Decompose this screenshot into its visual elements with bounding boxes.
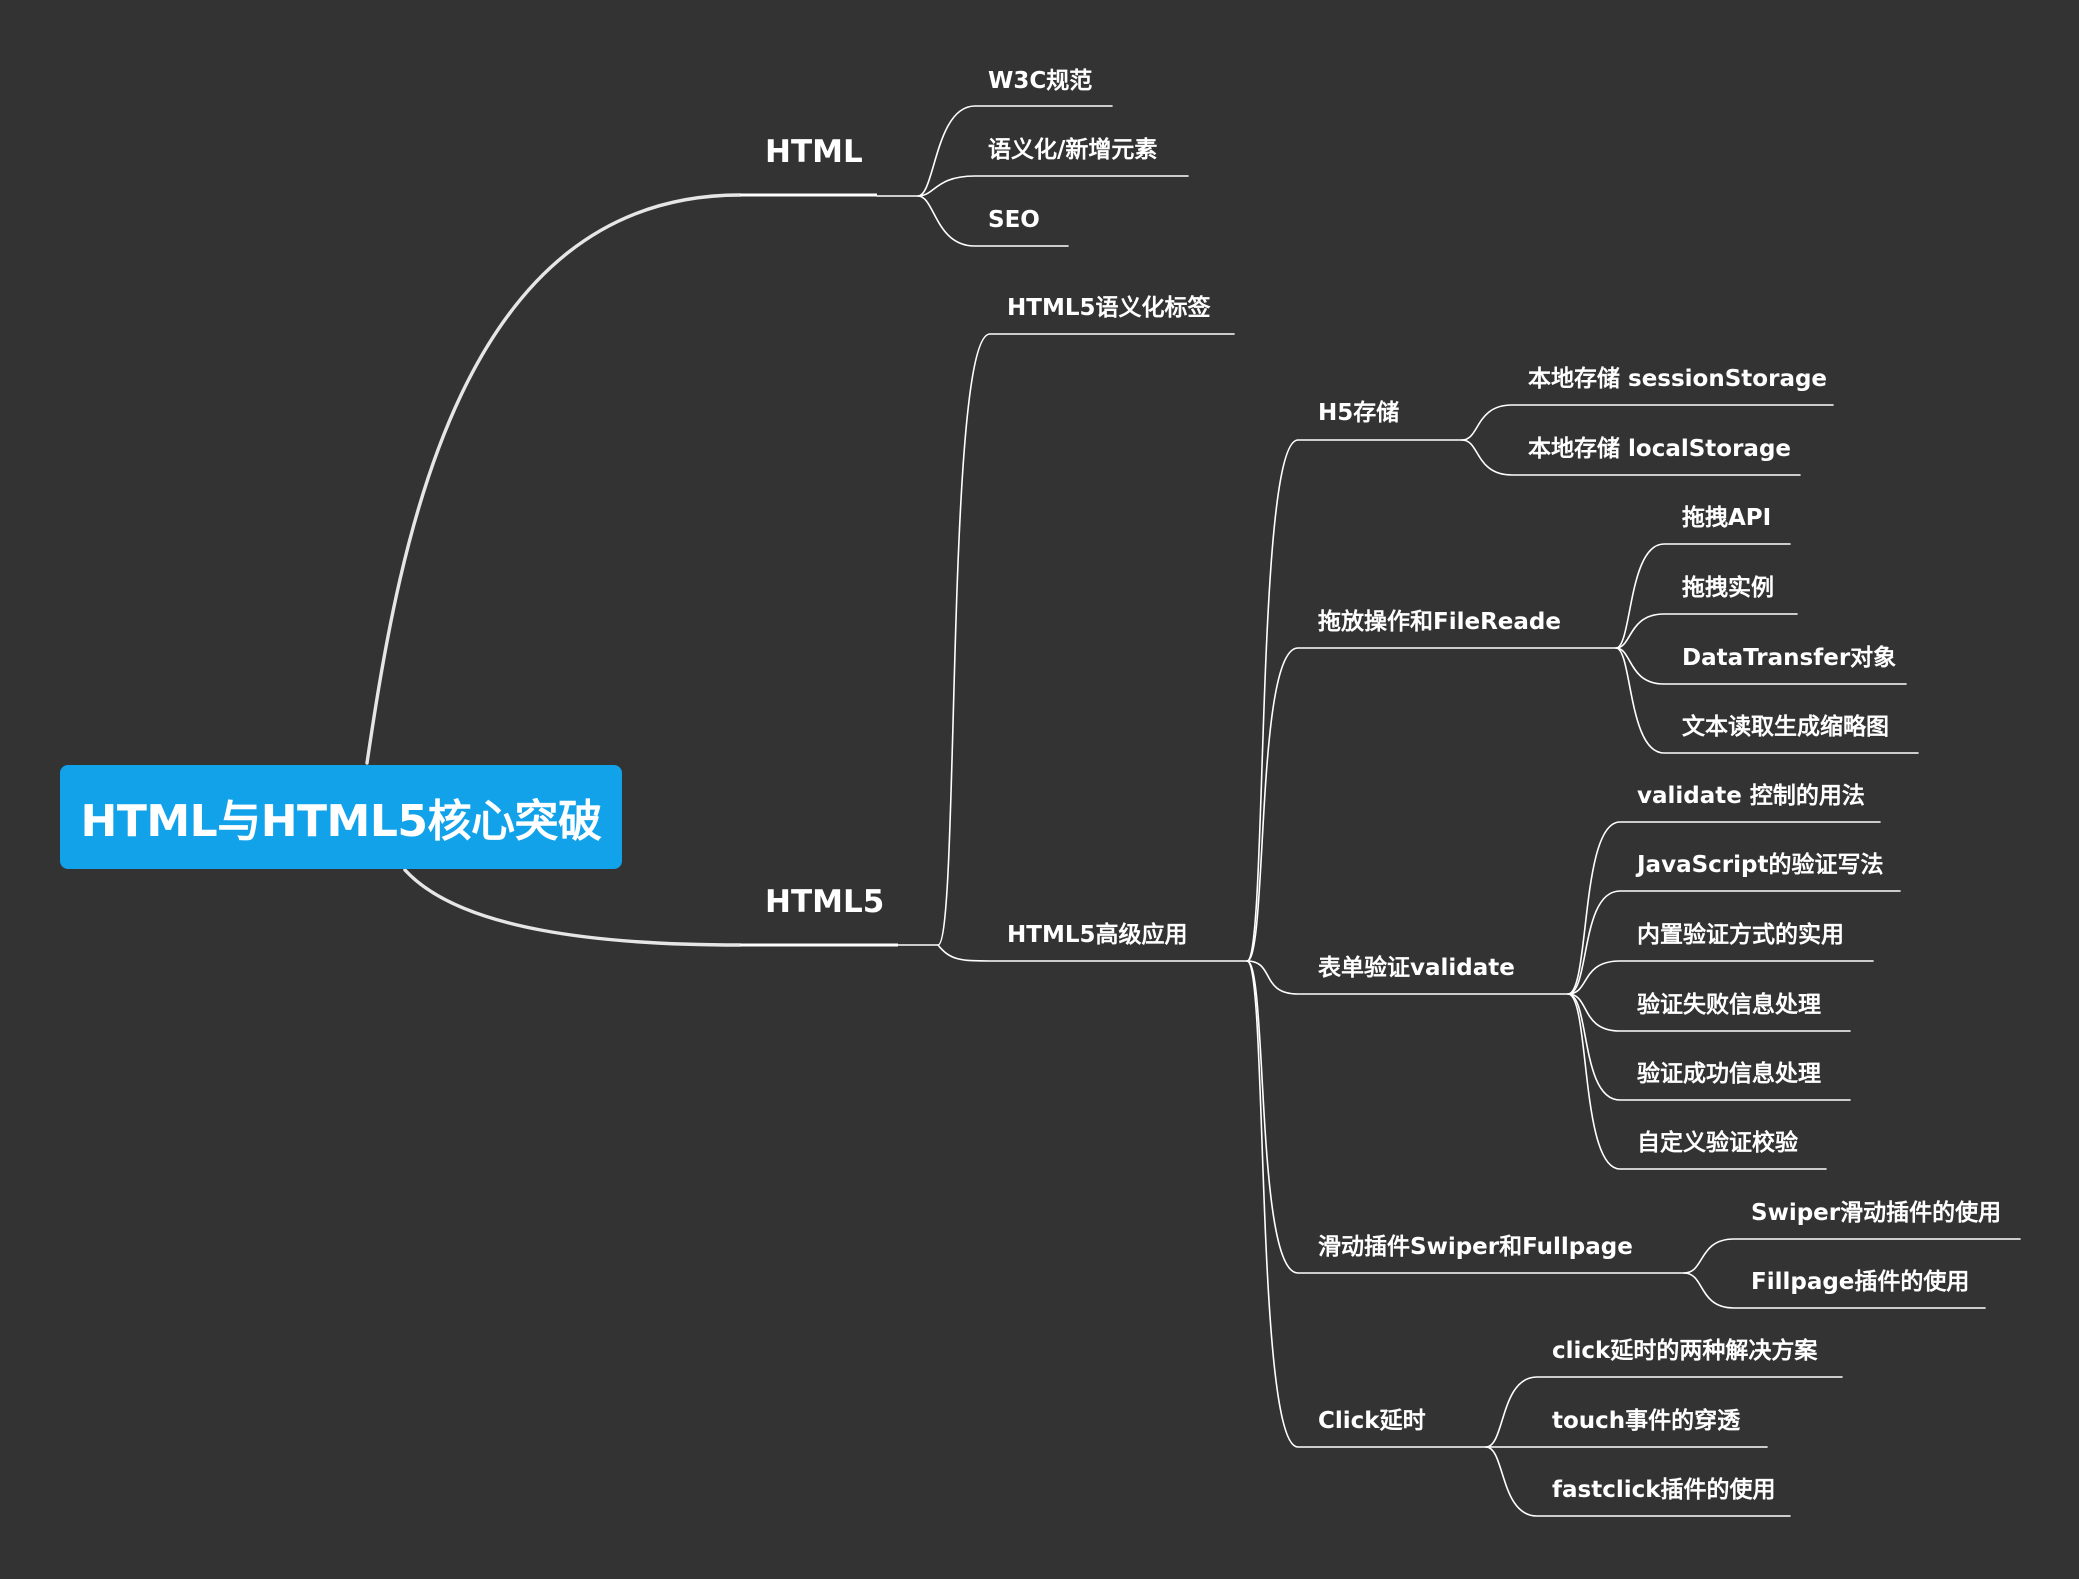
connector-html5-semantic bbox=[897, 333, 1235, 946]
dragdrop-item-datatransfer: DataTransfer对象 bbox=[1682, 644, 1896, 671]
dragdrop-item-example: 拖拽实例 bbox=[1682, 574, 1774, 601]
connector-dragdrop-thumbnail bbox=[1615, 647, 1919, 754]
connector-advanced-validate bbox=[1246, 960, 1569, 995]
connector-validate-2 bbox=[1567, 890, 1901, 995]
validate-item-4: 验证失败信息处理 bbox=[1637, 991, 1821, 1018]
swiper-item-1: Swiper滑动插件的使用 bbox=[1751, 1199, 2001, 1226]
dragdrop-item-thumbnail: 文本读取生成缩略图 bbox=[1682, 713, 1889, 740]
validate-item-6: 自定义验证校验 bbox=[1637, 1129, 1798, 1156]
connector-dragdrop-example bbox=[1615, 613, 1798, 649]
branch-html-label: HTML bbox=[765, 134, 863, 170]
connector-swiper-1 bbox=[1683, 1238, 2021, 1274]
connector-advanced-h5storage bbox=[1246, 439, 1463, 962]
connector-html-w3c bbox=[876, 105, 1113, 197]
connector-validate-1 bbox=[1567, 821, 1881, 995]
click-item-1: click延时的两种解决方案 bbox=[1552, 1337, 1818, 1364]
connector-h5storage-session bbox=[1461, 404, 1834, 441]
click-item-2: touch事件的穿透 bbox=[1552, 1407, 1741, 1434]
connector-click-1 bbox=[1485, 1376, 1843, 1448]
validate-item-2: JavaScript的验证写法 bbox=[1635, 851, 1883, 878]
connector-html-seo bbox=[917, 195, 1069, 247]
html-child-semantic: 语义化/新增元素 bbox=[988, 136, 1157, 163]
validate-item-1: validate 控制的用法 bbox=[1637, 782, 1865, 809]
connector-advanced-swiper bbox=[1246, 960, 1685, 1274]
connector-advanced-click bbox=[1246, 960, 1487, 1448]
validate-item-3: 内置验证方式的实用 bbox=[1637, 921, 1844, 948]
connector-html5-advanced bbox=[937, 944, 1248, 962]
branch-html5-label: HTML5 bbox=[765, 884, 884, 920]
connector-advanced-dragdrop bbox=[1246, 647, 1617, 962]
connector-root-html5 bbox=[403, 868, 742, 947]
click-item-3: fastclick插件的使用 bbox=[1552, 1476, 1776, 1503]
html5-advanced-label: HTML5高级应用 bbox=[1007, 921, 1188, 948]
group-click-label: Click延时 bbox=[1318, 1408, 1426, 1434]
connector-click-3 bbox=[1485, 1446, 1791, 1517]
connector-dragdrop-datatransfer bbox=[1615, 647, 1907, 685]
connector-validate-4 bbox=[1567, 993, 1851, 1032]
html-child-seo: SEO bbox=[988, 207, 1040, 233]
dragdrop-item-api: 拖拽API bbox=[1682, 504, 1771, 531]
group-validate-label: 表单验证validate bbox=[1318, 954, 1515, 981]
group-swiper-label: 滑动插件Swiper和Fullpage bbox=[1318, 1234, 1633, 1260]
connector-html-semantic bbox=[917, 175, 1189, 197]
connector-root-html bbox=[365, 193, 742, 765]
root-title: HTML与HTML5核心突破 bbox=[80, 796, 602, 847]
connector-swiper-2 bbox=[1683, 1272, 1986, 1309]
validate-item-5: 验证成功信息处理 bbox=[1637, 1060, 1821, 1087]
connector-validate-6 bbox=[1567, 993, 1827, 1170]
group-h5storage-label: H5存储 bbox=[1318, 399, 1399, 426]
connector-h5storage-local bbox=[1461, 439, 1801, 476]
h5storage-item-session: 本地存储 sessionStorage bbox=[1528, 365, 1827, 392]
group-dragdrop-label: 拖放操作和FileReade bbox=[1318, 608, 1561, 635]
root-node[interactable]: HTML与HTML5核心突破 bbox=[60, 765, 622, 869]
connector-validate-5 bbox=[1567, 993, 1851, 1101]
html5-semantic-tags: HTML5语义化标签 bbox=[1007, 294, 1211, 321]
connector-dragdrop-api bbox=[1615, 543, 1791, 649]
h5storage-item-local: 本地存储 localStorage bbox=[1528, 435, 1791, 462]
swiper-item-2: Fillpage插件的使用 bbox=[1751, 1268, 1969, 1295]
html-child-w3c: W3C规范 bbox=[988, 68, 1092, 94]
connector-validate-3 bbox=[1567, 960, 1874, 995]
